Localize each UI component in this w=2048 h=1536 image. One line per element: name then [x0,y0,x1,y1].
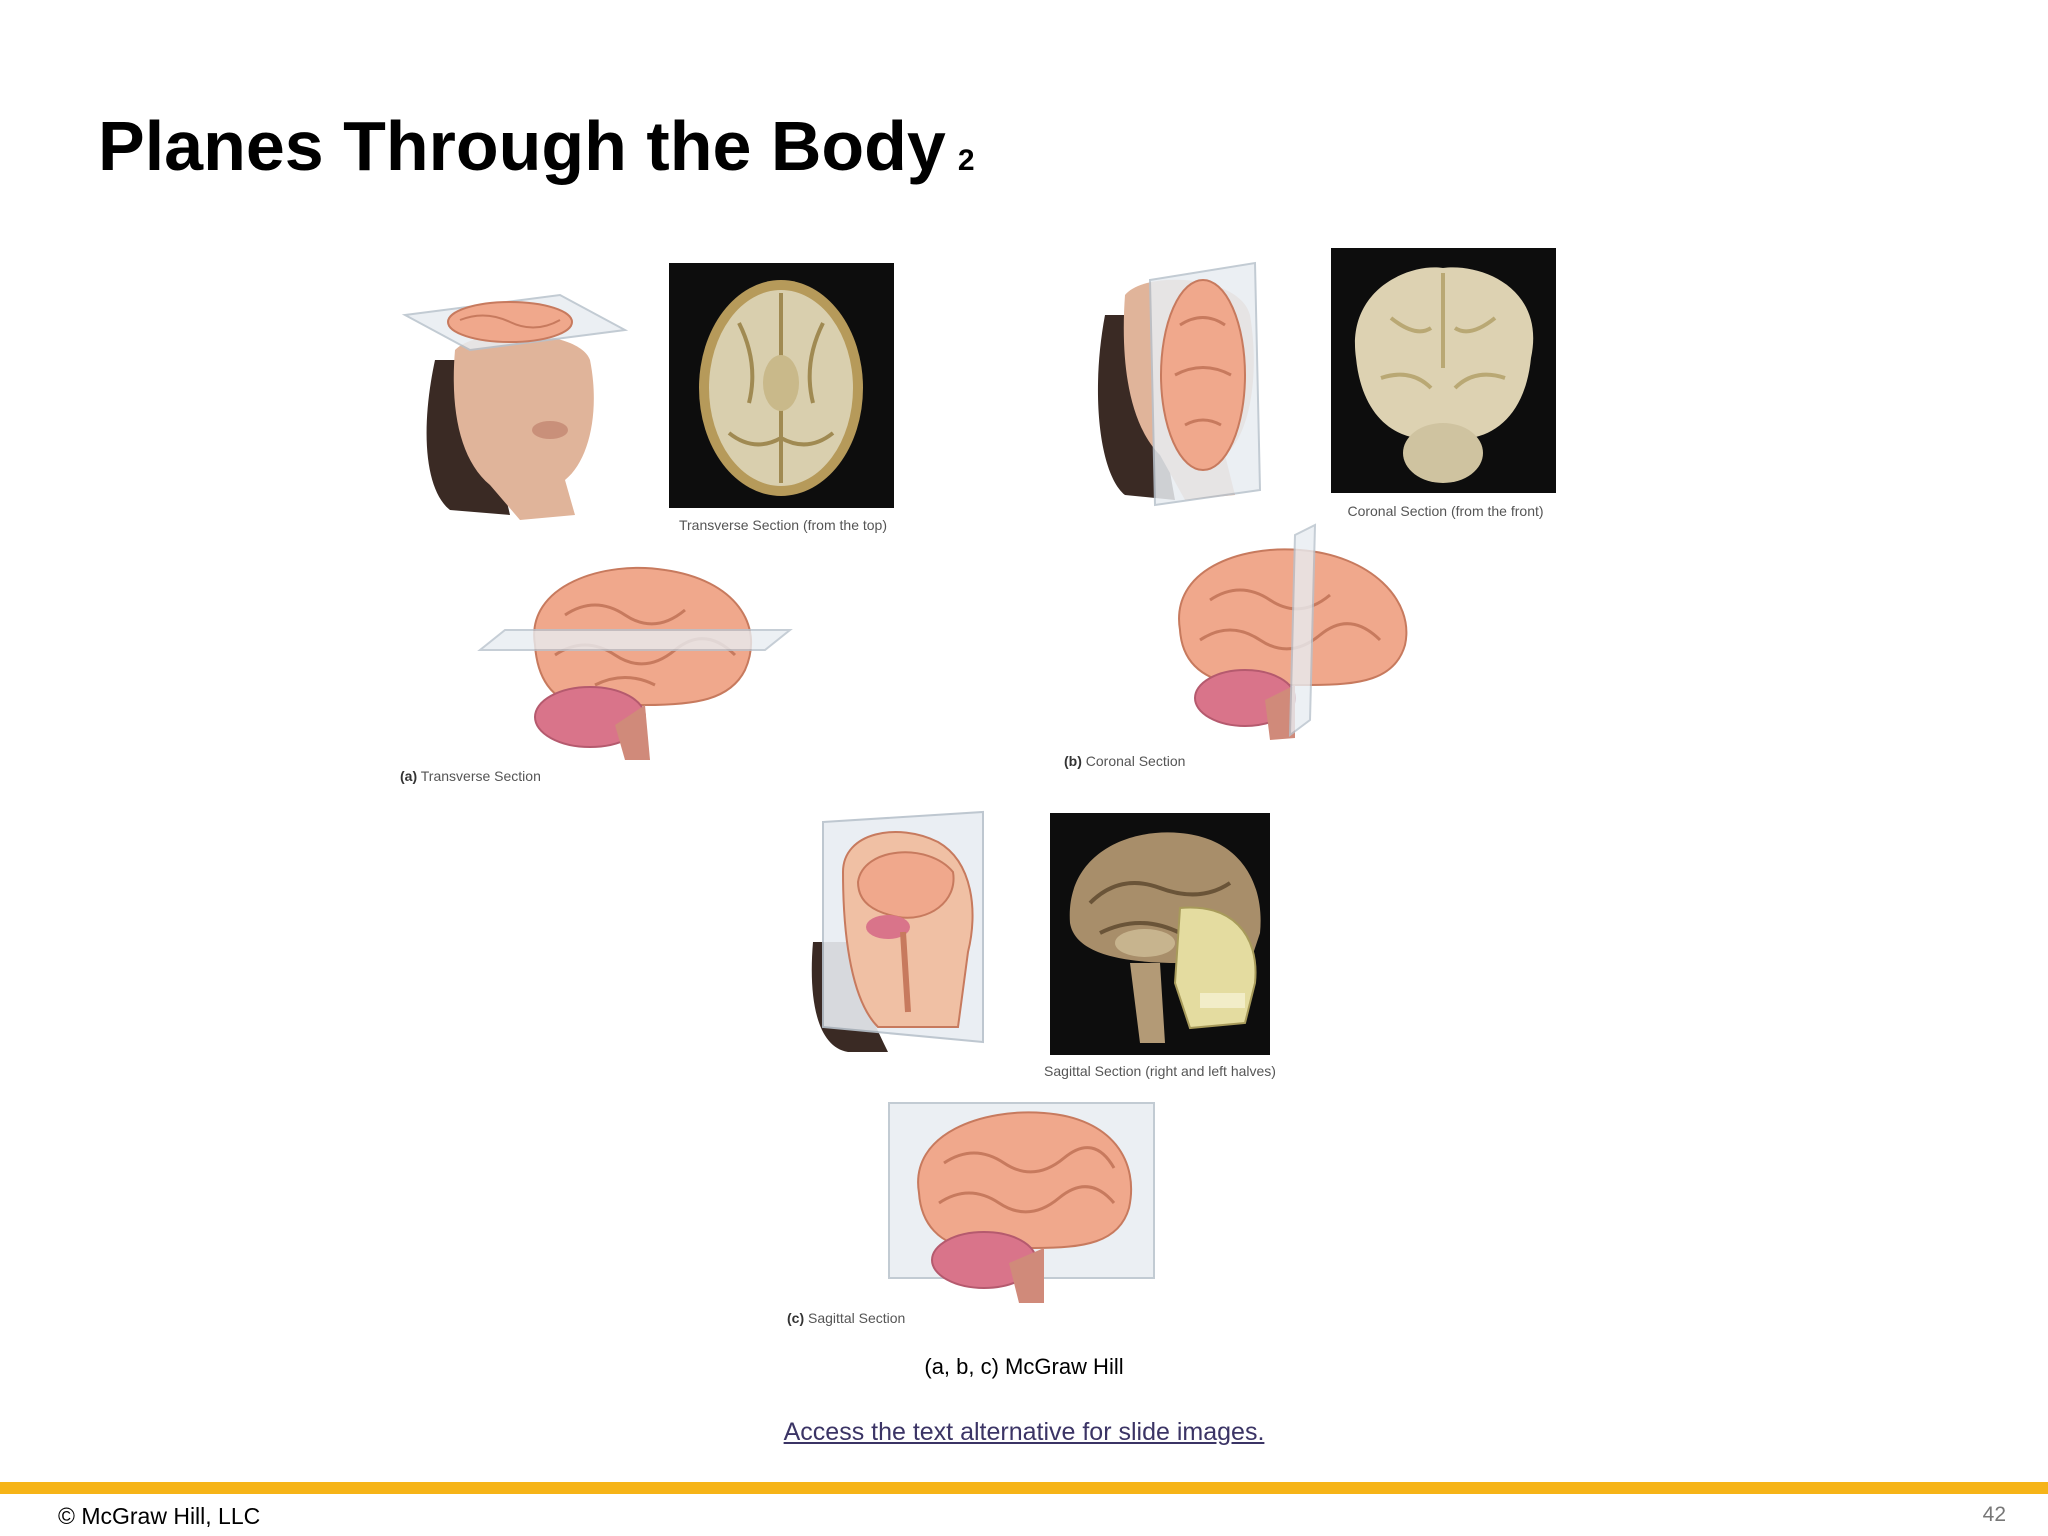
figure-a-label: (a) [400,768,418,784]
slide-title-text: Planes Through the Body [98,107,946,185]
head-coronal-plane-illustration [1097,261,1262,507]
figure-b-label: (b) [1064,753,1082,769]
sagittal-skull-photo [1050,813,1270,1055]
head-sagittal-plane-illustration [811,810,984,1052]
slide-title-subscript: 2 [957,144,975,177]
figure-c-caption: Sagittal Section [808,1310,906,1326]
figure-a-caption: Transverse Section [420,768,541,784]
footer-accent-bar [0,1482,2048,1494]
figure-c-label: (c) [787,1310,805,1326]
sagittal-section-caption: (c) Sagittal Section [787,1310,905,1326]
transverse-brain-photo [669,263,894,508]
text-alternative-link-container: Access the text alternative for slide im… [0,1418,2048,1447]
coronal-section-caption: (b) Coronal Section [1064,753,1185,769]
coronal-brain-photo [1331,248,1556,493]
figure-b-caption: Coronal Section [1085,753,1186,769]
transverse-photo-caption: Transverse Section (from the top) [678,517,887,533]
copyright-footer: © McGraw Hill, LLC [58,1503,261,1529]
head-transverse-plane-illustration [401,293,629,520]
brain-sagittal-plane-illustration [888,1102,1155,1303]
sagittal-photo-caption: Sagittal Section (right and left halves) [1044,1063,1276,1079]
brain-coronal-plane-illustration [1178,523,1408,740]
image-credit: (a, b, c) McGraw Hill [924,1354,1124,1379]
brain-transverse-plane-illustration [477,566,793,760]
transverse-section-caption: (a) Transverse Section [400,768,541,784]
slide-title: Planes Through the Body 2 [98,106,975,186]
coronal-photo-caption: Coronal Section (from the front) [1347,503,1544,519]
text-alternative-link[interactable]: Access the text alternative for slide im… [783,1418,1265,1446]
page-number: 42 [1982,1503,2006,1526]
